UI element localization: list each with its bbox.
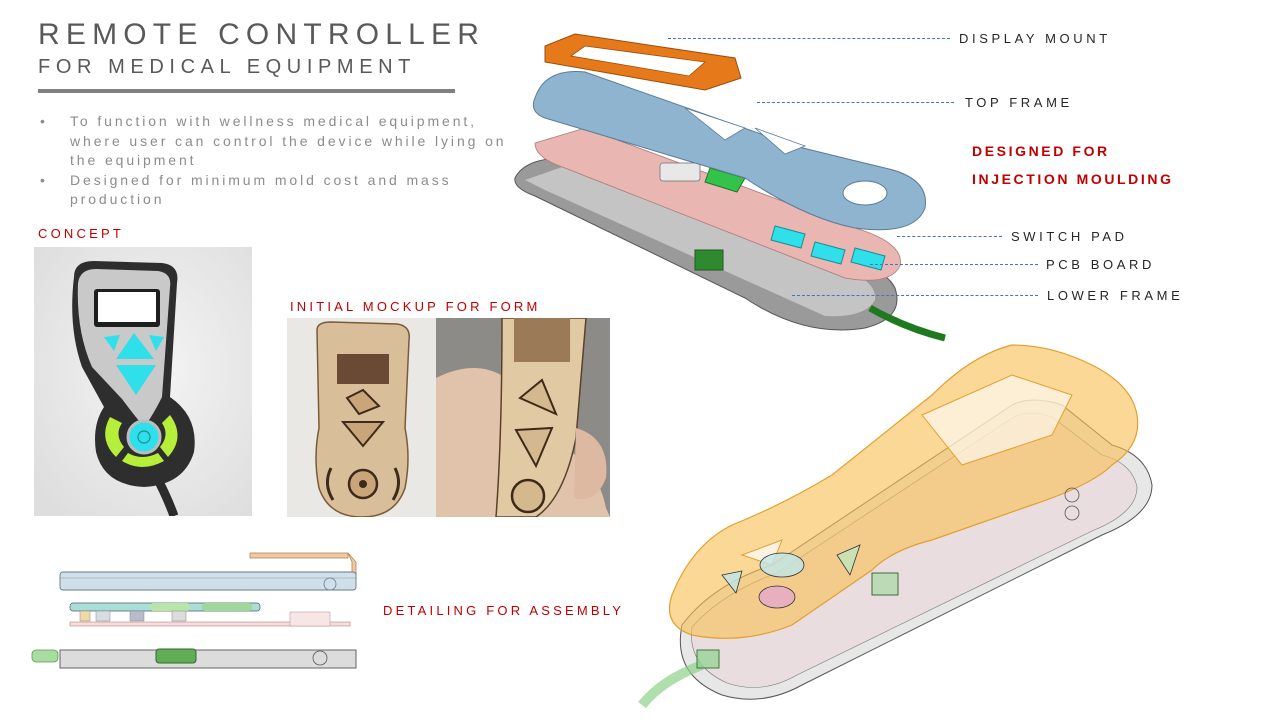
mockup-photo-in-hand <box>436 318 610 517</box>
wood-mockup-hand-illustration <box>436 318 610 517</box>
page-title: REMOTE CONTROLLER <box>38 18 486 51</box>
callout-display-mount: DISPLAY MOUNT <box>959 31 1111 46</box>
exploded-view-render <box>505 28 950 348</box>
wood-mockup-front-illustration <box>287 318 436 517</box>
exploded-assembly-illustration <box>514 33 946 342</box>
description-bullet: To function with wellness medical equipm… <box>40 112 510 171</box>
callout-top-frame: TOP FRAME <box>965 95 1073 110</box>
assembly-cross-section-illustration <box>31 552 357 669</box>
assembly-side-views <box>30 548 365 678</box>
pcb-board-leader-line <box>870 264 1038 265</box>
concept-render-image <box>34 247 252 516</box>
concept-remote-illustration <box>34 247 252 516</box>
callout-lower-frame: LOWER FRAME <box>1047 288 1184 303</box>
top-frame-leader-line <box>757 102 954 103</box>
title-divider <box>38 89 455 93</box>
callout-switch-pad: SWITCH PAD <box>1011 229 1128 244</box>
xray-assembly-illustration <box>638 344 1153 709</box>
assembly-heading: DETAILING FOR ASSEMBLY <box>383 603 625 618</box>
page-subtitle: FOR MEDICAL EQUIPMENT <box>38 56 416 78</box>
mockup-photo-front <box>287 318 436 517</box>
injection-note-line2: INJECTION MOULDING <box>972 171 1174 187</box>
switch-pad-leader-line <box>897 236 1002 237</box>
callout-pcb-board: PCB BOARD <box>1046 257 1155 272</box>
description-list: To function with wellness medical equipm… <box>40 112 510 210</box>
description-bullet: Designed for minimum mold cost and mass … <box>40 171 510 210</box>
lower-frame-leader-line <box>792 295 1038 296</box>
mockup-heading: INITIAL MOCKUP FOR FORM <box>290 299 541 314</box>
transparent-assembly-render <box>632 335 1177 710</box>
injection-note-line1: DESIGNED FOR <box>972 143 1110 159</box>
concept-heading: CONCEPT <box>38 226 124 241</box>
display-mount-leader-line <box>668 38 950 39</box>
